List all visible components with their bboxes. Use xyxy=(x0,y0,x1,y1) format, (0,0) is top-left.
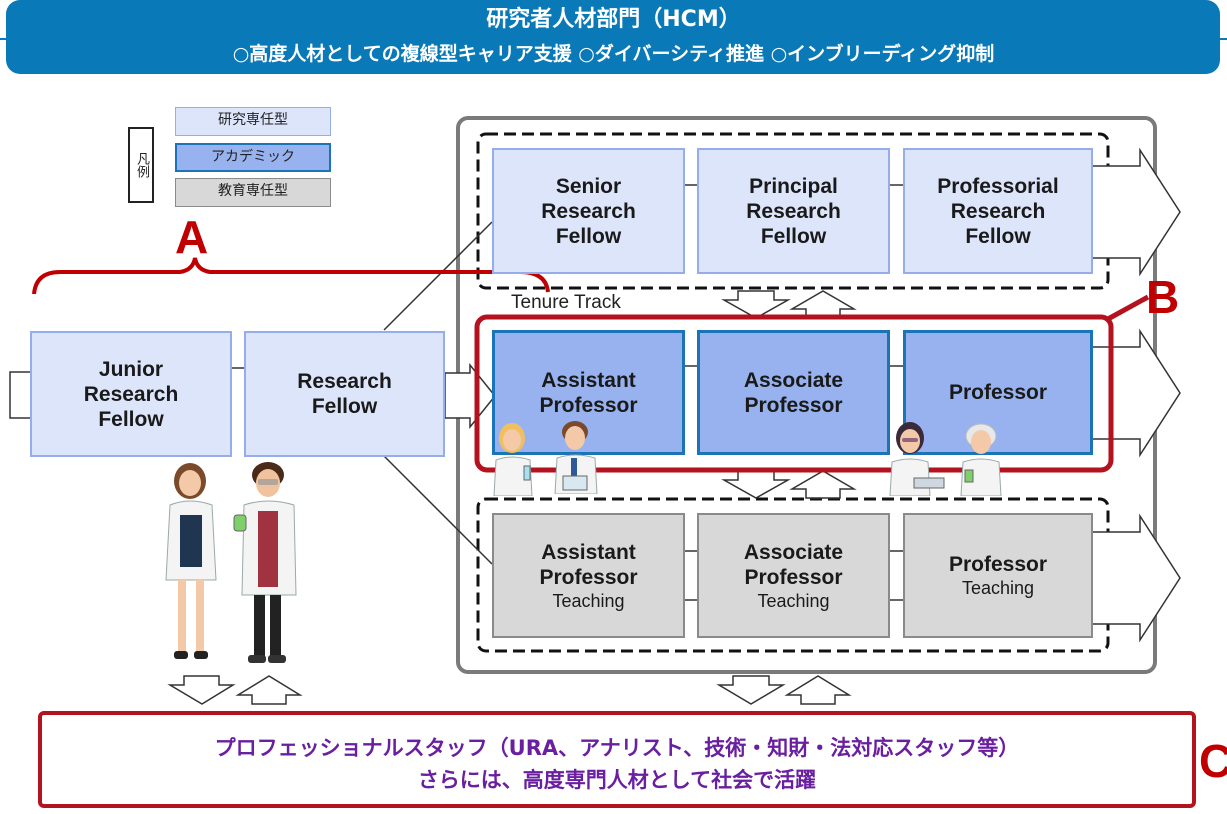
assistant-professor-teaching-box: Assistant Professor Teaching xyxy=(492,513,685,638)
marker-c: C xyxy=(1199,735,1227,787)
box-line: Professor xyxy=(744,565,843,589)
associate-professor-box: Associate Professor xyxy=(697,330,890,455)
box-line: Research xyxy=(541,199,636,223)
arrow-up xyxy=(789,290,857,319)
box-subline: Teaching xyxy=(552,590,625,611)
female-scientist-glasses-illustration xyxy=(889,422,945,496)
box-line: Fellow xyxy=(965,224,1031,248)
legend-research: 研究専任型 xyxy=(175,107,331,136)
senior-research-fellow-box: Senior Research Fellow xyxy=(492,148,685,274)
professor-teaching-box: Professor Teaching xyxy=(903,513,1093,638)
box-subline: Teaching xyxy=(757,590,830,611)
box-line: Assistant xyxy=(541,540,636,564)
professorial-research-fellow-box: Professorial Research Fellow xyxy=(903,148,1093,274)
box-line: Professor xyxy=(539,393,638,417)
legend-academic-label: アカデミック xyxy=(211,149,295,165)
page-title: 研究者人材部門（HCM） xyxy=(486,7,741,32)
box-subline: Teaching xyxy=(961,578,1035,598)
professional-staff-text: プロフェッショナルスタッフ（URA、アナリスト、技術・知財・法対応スタッフ等） xyxy=(214,736,1020,760)
arrow-research-track-out xyxy=(1091,147,1181,277)
elderly-scientist-illustration xyxy=(960,423,1002,496)
researcher-woman-illustration xyxy=(165,463,217,659)
box-line: Fellow xyxy=(98,407,164,431)
junior-research-fellow-box: Junior Research Fellow xyxy=(30,331,232,457)
brace-a xyxy=(32,257,550,295)
legend-teaching: 教育専任型 xyxy=(175,178,331,207)
arrow-up xyxy=(784,675,852,705)
line-to-research-track xyxy=(383,221,493,331)
box-line: Research xyxy=(746,199,841,223)
male-scientist-clipboard-illustration xyxy=(554,421,598,494)
box-line: Senior xyxy=(555,174,622,198)
box-line: Research xyxy=(83,382,179,406)
arrow-up xyxy=(789,470,857,499)
box-line: Principal xyxy=(749,174,838,198)
associate-professor-teaching-box: Associate Professor Teaching xyxy=(697,513,890,638)
box-line: Fellow xyxy=(555,224,622,248)
header-banner: 研究者人材部門（HCM） ○高度人材としての複線型キャリア支援 ○ダイバーシティ… xyxy=(0,0,1227,75)
box-line: Research xyxy=(297,370,392,393)
research-fellow-box: Research Fellow xyxy=(244,331,445,457)
researcher-man-illustration xyxy=(233,462,297,663)
box-line: Professor xyxy=(948,553,1048,576)
box-line: Fellow xyxy=(760,224,827,248)
box-line: Assistant xyxy=(541,368,636,392)
box-line: Professorial xyxy=(937,174,1059,198)
principal-research-fellow-box: Principal Research Fellow xyxy=(697,148,890,274)
box-line: Junior xyxy=(98,357,164,381)
legend-label-box: 凡例 xyxy=(128,127,154,203)
box-line: Fellow xyxy=(311,395,378,418)
legend-academic: アカデミック xyxy=(175,143,331,172)
arrow-down xyxy=(721,290,791,319)
academic-highlight-frame xyxy=(474,314,1114,473)
box-line: Research xyxy=(950,199,1046,223)
arrow-down xyxy=(716,675,786,705)
tenure-track-label: Tenure Track xyxy=(511,292,621,313)
banner-right-line xyxy=(1214,38,1227,40)
female-scientist-blonde-illustration xyxy=(493,423,533,496)
box-line: Associate xyxy=(743,540,844,564)
professor-box: Professor xyxy=(903,330,1093,455)
arrow-teaching-track-out xyxy=(1091,513,1181,643)
entry-arrow-tail xyxy=(9,371,30,419)
arrow-down xyxy=(167,675,236,705)
marker-b: B xyxy=(1146,271,1180,323)
page-subtitle: ○高度人材としての複線型キャリア支援 ○ダイバーシティ推進 ○インブリーディング… xyxy=(232,43,995,65)
box-line: Professor xyxy=(539,565,638,589)
box-line: Professor xyxy=(744,393,843,417)
marker-a: A xyxy=(175,211,209,263)
banner-background xyxy=(6,0,1220,74)
box-line: Professor xyxy=(948,381,1048,404)
arrow-academic-track-out xyxy=(1091,328,1181,458)
legend-teaching-label: 教育専任型 xyxy=(218,183,288,199)
legend-research-label: 研究専任型 xyxy=(218,112,288,128)
box-line: Associate xyxy=(743,368,844,392)
legend-label: 凡例 xyxy=(134,152,149,178)
marker-b-pointer xyxy=(1106,294,1150,322)
arrow-research-fellow-to-academic xyxy=(444,362,496,430)
arrow-up xyxy=(235,675,303,705)
line-to-teaching-track xyxy=(383,455,493,565)
arrow-down xyxy=(721,470,791,499)
professional-staff-frame xyxy=(38,711,1196,808)
society-text: さらには、高度専門人材として社会で活躍 xyxy=(417,768,817,792)
